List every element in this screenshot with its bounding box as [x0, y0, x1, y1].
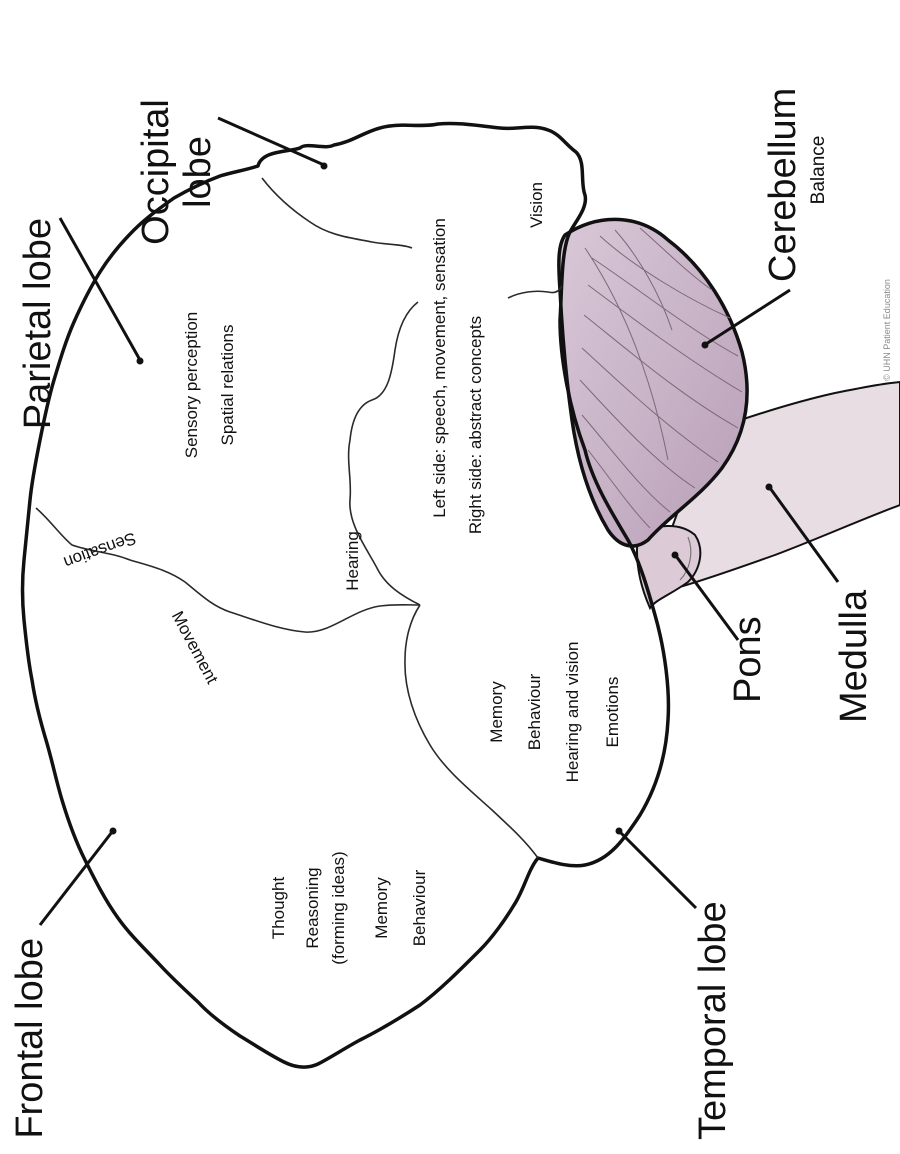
temporal-function-line: Emotions: [603, 677, 622, 748]
vision-label: Vision: [527, 182, 546, 228]
cerebellum-label: Cerebellum: [762, 88, 804, 282]
temporal-functions: Memory Behaviour Hearing and vision Emot…: [487, 642, 622, 783]
parietal-dot: [137, 358, 144, 365]
speech-functions: Left side: speech, movement, sensation R…: [430, 218, 485, 534]
frontal-function-line: (forming ideas): [329, 851, 348, 964]
temporal-dot: [616, 828, 623, 835]
parietal-functions: Sensory perception Spatial relations: [182, 312, 237, 458]
speech-function-line: Right side: abstract concepts: [466, 316, 485, 534]
temporal-lobe-label: Temporal lobe: [692, 901, 734, 1140]
pons-label: Pons: [727, 616, 769, 703]
frontal-function-line: Reasoning: [303, 867, 322, 948]
occipital-dot: [321, 163, 328, 170]
pons-dot: [672, 552, 679, 559]
temporal-function-line: Hearing and vision: [563, 642, 582, 783]
occipital-lobe-label-line1: Occipital: [135, 99, 177, 245]
parietal-function-line: Sensory perception: [182, 312, 201, 458]
temporal-function-line: Behaviour: [525, 673, 544, 750]
frontal-function-line: Memory: [372, 877, 391, 939]
credit-label: © UHN Patient Education: [882, 279, 892, 381]
hearing-label: Hearing: [343, 531, 362, 591]
frontal-functions: Thought Reasoning (forming ideas) Memory…: [269, 851, 429, 964]
speech-function-line: Left side: speech, movement, sensation: [430, 218, 449, 518]
movement-label: Movement: [168, 608, 222, 687]
occipital-lobe-label-line2: lobe: [177, 136, 219, 208]
parietal-function-line: Spatial relations: [218, 325, 237, 446]
cerebellum-dot: [702, 342, 709, 349]
frontal-lobe-label: Frontal lobe: [9, 938, 51, 1139]
frontal-function-line: Behaviour: [410, 869, 429, 946]
sensation-label: Sensation: [61, 528, 139, 572]
balance-label: Balance: [808, 136, 829, 205]
medulla-label: Medulla: [833, 589, 875, 723]
frontal-dot: [110, 828, 117, 835]
parietal-lobe-label: Parietal lobe: [17, 218, 59, 429]
frontal-function-line: Thought: [269, 877, 288, 940]
medulla-dot: [766, 484, 773, 491]
temporal-function-line: Memory: [487, 681, 506, 743]
